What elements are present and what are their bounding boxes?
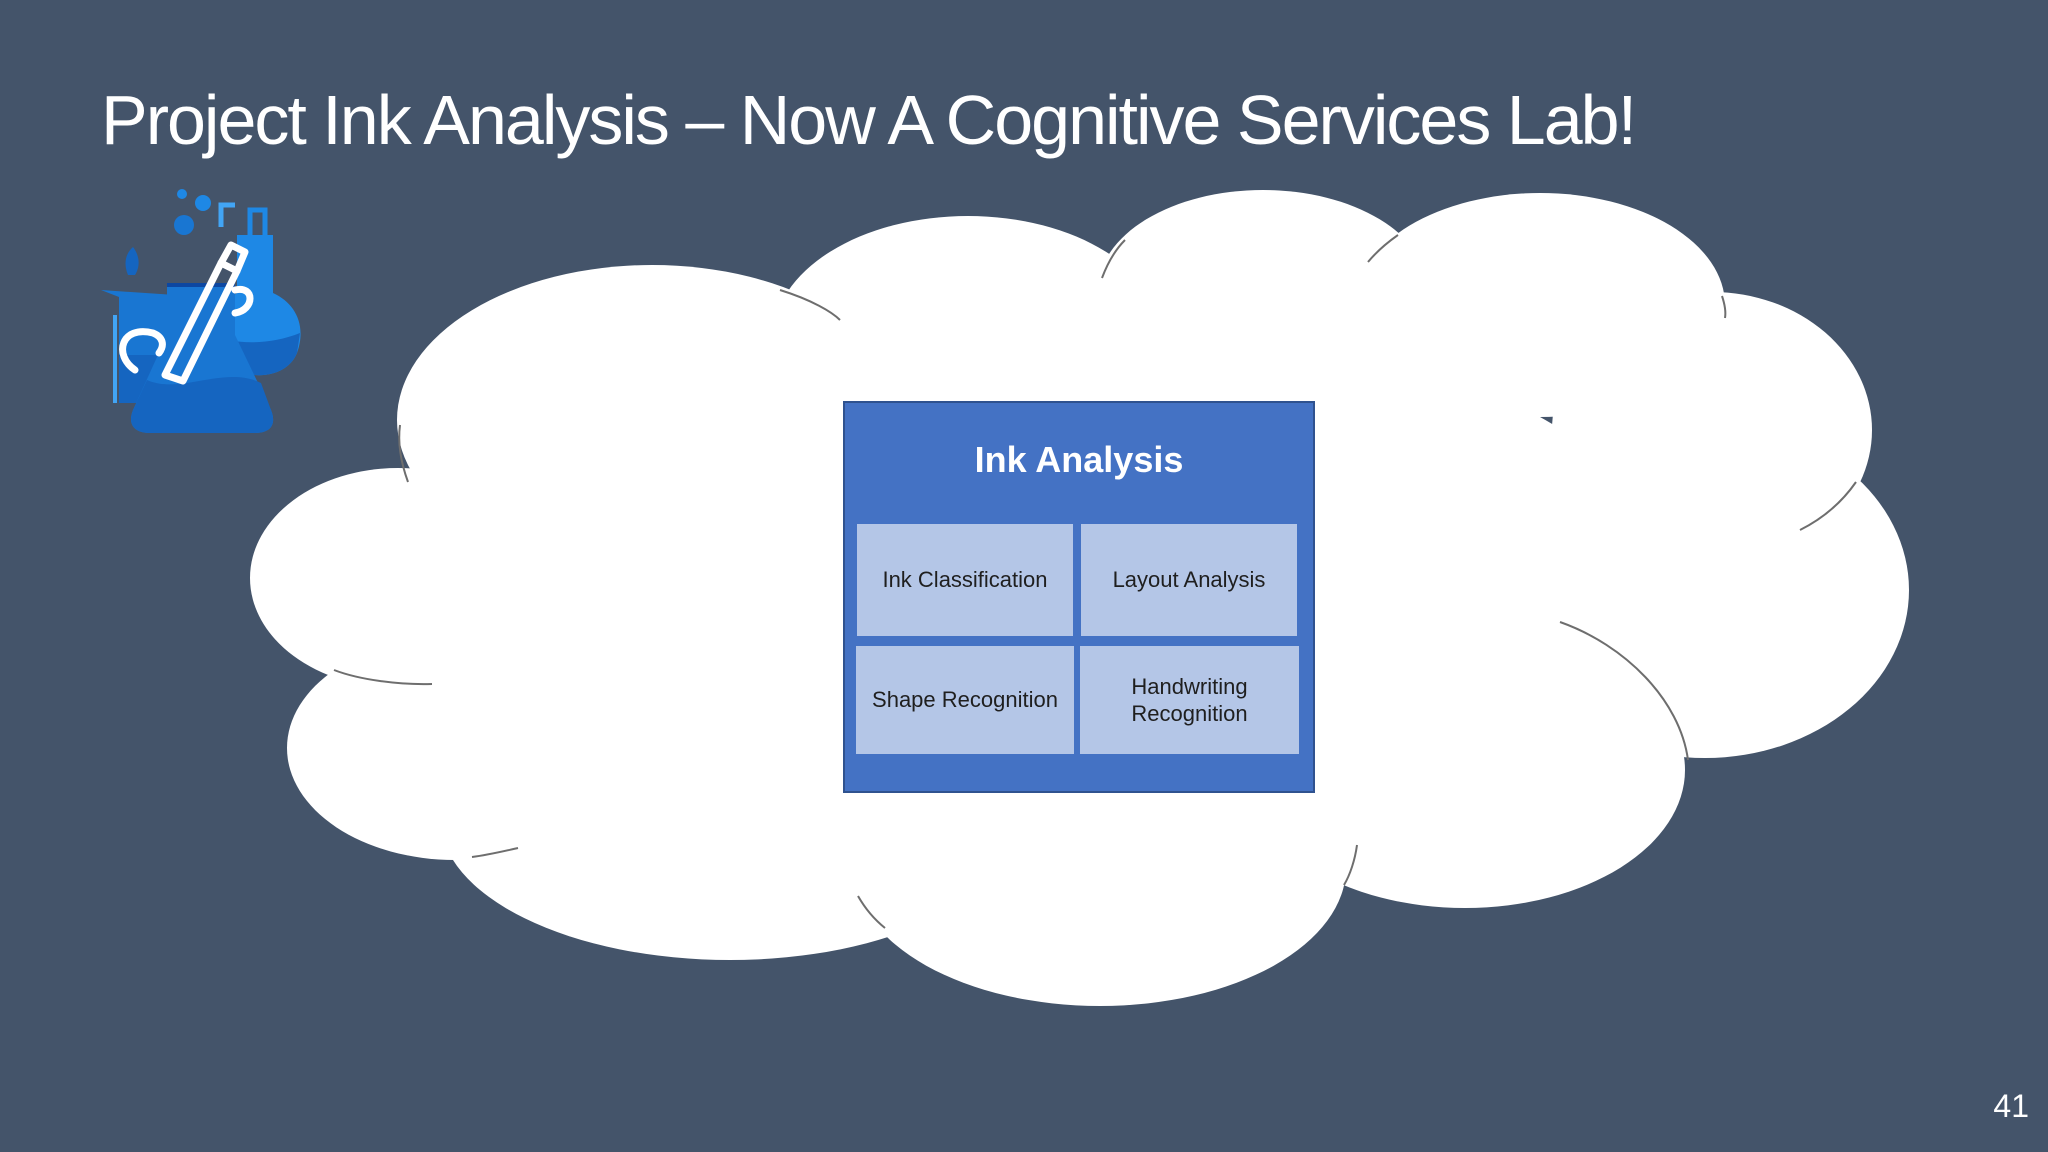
ink-analysis-title: Ink Analysis: [974, 439, 1184, 480]
handwriting-label: Handwriting Recognition: [1131, 673, 1248, 727]
component-handwriting-recognition: Handwriting Recognition: [1080, 646, 1299, 754]
component-shape-recognition: Shape Recognition: [856, 646, 1074, 754]
component-layout-analysis: Layout Analysis: [1081, 524, 1297, 636]
lab-flask-pen-icon: [101, 189, 301, 433]
component-ink-classification: Ink Classification: [857, 524, 1073, 636]
ink-analysis-box: Ink Analysis Ink Classification Layout A…: [843, 401, 1315, 793]
page-number: 41: [1993, 1088, 2029, 1124]
slide-title: Project Ink Analysis – Now A Cognitive S…: [101, 81, 1637, 159]
